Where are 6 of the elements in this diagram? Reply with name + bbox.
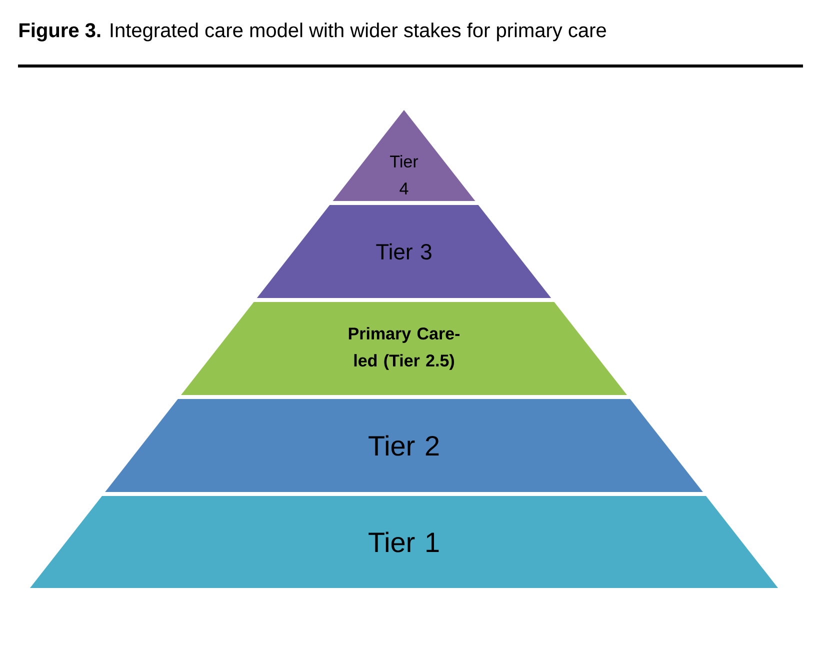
figure-title: Figure 3. Integrated care model with wider stakes for primary care — [20, 22, 606, 42]
pyramid-apex: Tier 4 — [332, 110, 476, 201]
pyramid-tier: Primary Care-led (Tier 2.5) — [181, 302, 627, 395]
pyramid-tier: Tier 3 — [256, 205, 552, 298]
pyramid-tier: Tier 2 — [105, 399, 703, 492]
pyramid-tier: Tier 1 — [30, 496, 778, 588]
